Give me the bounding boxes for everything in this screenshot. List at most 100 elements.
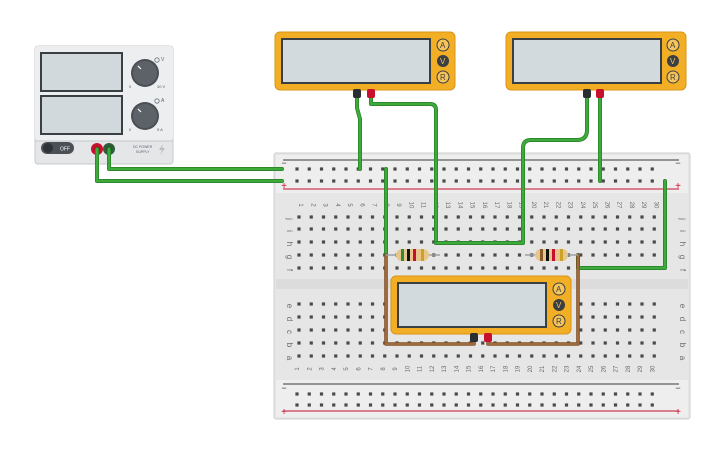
breadboard-hole[interactable] (515, 403, 520, 407)
breadboard-hole[interactable] (407, 354, 411, 358)
breadboard-hole[interactable] (579, 341, 583, 345)
breadboard-hole[interactable] (295, 392, 299, 396)
breadboard-hole[interactable] (566, 266, 571, 270)
breadboard-hole[interactable] (370, 240, 375, 244)
breadboard-hole[interactable] (615, 354, 620, 358)
breadboard-hole[interactable] (346, 253, 350, 257)
breadboard-hole[interactable] (332, 403, 336, 407)
breadboard-hole[interactable] (321, 341, 326, 345)
breadboard-hole[interactable] (466, 167, 471, 171)
breadboard-hole[interactable] (405, 179, 409, 183)
breadboard-hole[interactable] (368, 392, 373, 396)
breadboard-hole[interactable] (613, 167, 618, 171)
breadboard-hole[interactable] (554, 354, 558, 358)
breadboard-hole[interactable] (613, 392, 618, 396)
breadboard-hole[interactable] (542, 215, 546, 219)
breadboard-hole[interactable] (309, 341, 313, 345)
breadboard-hole[interactable] (554, 240, 558, 244)
breadboard-hole[interactable] (564, 167, 569, 171)
breadboard-hole[interactable] (417, 167, 422, 171)
breadboard-hole[interactable] (395, 227, 399, 231)
breadboard-hole[interactable] (346, 215, 350, 219)
breadboard-hole[interactable] (456, 266, 460, 270)
resistor-2[interactable] (525, 249, 578, 261)
breadboard-hole[interactable] (358, 328, 362, 332)
breadboard-hole[interactable] (358, 253, 362, 257)
breadboard-hole[interactable] (466, 179, 471, 183)
breadboard-hole[interactable] (579, 253, 583, 257)
breadboard-hole[interactable] (503, 179, 507, 183)
breadboard-hole[interactable] (381, 403, 385, 407)
breadboard-hole[interactable] (542, 227, 546, 231)
breadboard-hole[interactable] (542, 240, 546, 244)
breadboard-hole[interactable] (368, 403, 373, 407)
breadboard-hole[interactable] (297, 328, 301, 332)
breadboard-hole[interactable] (381, 392, 385, 396)
breadboard-hole[interactable] (638, 392, 642, 396)
breadboard-hole[interactable] (554, 215, 558, 219)
breadboard-hole[interactable] (468, 215, 473, 219)
breadboard-hole[interactable] (307, 403, 311, 407)
breadboard-hole[interactable] (542, 354, 546, 358)
breadboard-hole[interactable] (652, 253, 656, 257)
breadboard-hole[interactable] (319, 392, 324, 396)
breadboard-hole[interactable] (393, 403, 397, 407)
breadboard-hole[interactable] (442, 392, 446, 396)
breadboard-hole[interactable] (615, 315, 620, 319)
breadboard-hole[interactable] (456, 253, 460, 257)
breadboard-hole[interactable] (321, 354, 326, 358)
breadboard-hole[interactable] (419, 266, 424, 270)
power-switch[interactable]: OFF (41, 142, 74, 154)
breadboard-hole[interactable] (591, 354, 595, 358)
breadboard-hole[interactable] (603, 354, 607, 358)
breadboard-hole[interactable] (334, 341, 338, 345)
breadboard-hole[interactable] (577, 392, 581, 396)
breadboard-hole[interactable] (628, 240, 632, 244)
breadboard-hole[interactable] (481, 354, 485, 358)
breadboard-hole[interactable] (626, 167, 630, 171)
breadboard-hole[interactable] (579, 354, 583, 358)
breadboard-hole[interactable] (309, 240, 313, 244)
breadboard-hole[interactable] (517, 266, 522, 270)
breadboard-hole[interactable] (370, 253, 375, 257)
breadboard-hole[interactable] (456, 227, 460, 231)
breadboard-hole[interactable] (589, 403, 593, 407)
breadboard-hole[interactable] (652, 240, 656, 244)
breadboard-hole[interactable] (579, 215, 583, 219)
breadboard-hole[interactable] (321, 315, 326, 319)
breadboard-hole[interactable] (346, 240, 350, 244)
breadboard-hole[interactable] (370, 341, 375, 345)
breadboard-hole[interactable] (334, 266, 338, 270)
breadboard-hole[interactable] (652, 354, 656, 358)
breadboard-hole[interactable] (628, 302, 632, 306)
breadboard-hole[interactable] (579, 227, 583, 231)
breadboard-hole[interactable] (579, 315, 583, 319)
breadboard-hole[interactable] (321, 253, 326, 257)
breadboard-hole[interactable] (432, 227, 436, 231)
voltage-knob[interactable] (131, 59, 159, 87)
breadboard-hole[interactable] (321, 215, 326, 219)
breadboard-hole[interactable] (503, 167, 507, 171)
breadboard-hole[interactable] (503, 403, 507, 407)
breadboard-hole[interactable] (591, 253, 595, 257)
breadboard-hole[interactable] (579, 328, 583, 332)
breadboard-hole[interactable] (505, 227, 509, 231)
breadboard-hole[interactable] (652, 315, 656, 319)
breadboard-hole[interactable] (628, 341, 632, 345)
breadboard-hole[interactable] (432, 266, 436, 270)
breadboard-hole[interactable] (344, 392, 348, 396)
breadboard-hole[interactable] (650, 403, 654, 407)
breadboard-hole[interactable] (307, 179, 311, 183)
breadboard-hole[interactable] (603, 302, 607, 306)
breadboard-hole[interactable] (295, 179, 299, 183)
breadboard-hole[interactable] (640, 315, 644, 319)
breadboard-hole[interactable] (358, 302, 362, 306)
breadboard-hole[interactable] (530, 215, 534, 219)
breadboard-hole[interactable] (505, 253, 509, 257)
breadboard-hole[interactable] (321, 240, 326, 244)
breadboard-hole[interactable] (321, 328, 326, 332)
breadboard-hole[interactable] (297, 215, 301, 219)
breadboard-hole[interactable] (309, 302, 313, 306)
breadboard-hole[interactable] (528, 403, 532, 407)
breadboard-hole[interactable] (628, 253, 632, 257)
